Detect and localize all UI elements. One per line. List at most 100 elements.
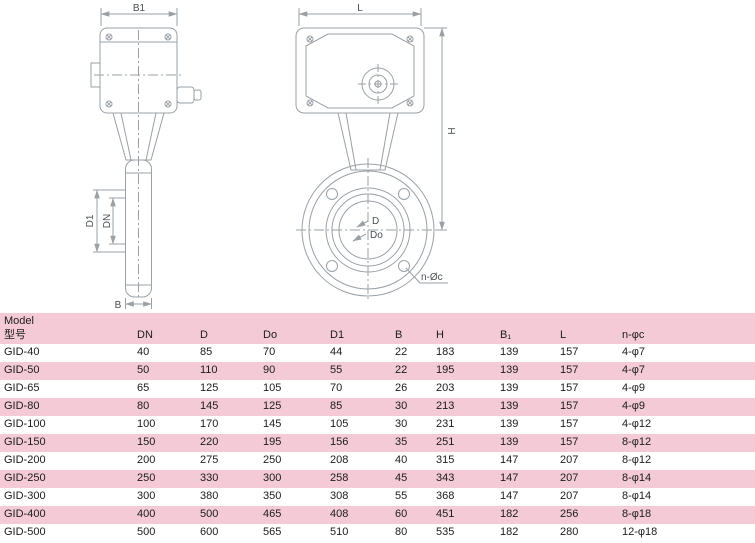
value-cell: 125 — [263, 400, 282, 413]
col-header-d: D — [200, 329, 208, 342]
value-cell: 157 — [560, 400, 579, 413]
value-cell: 90 — [263, 364, 276, 377]
value-cell: 147 — [500, 490, 519, 503]
value-cell: 44 — [330, 346, 343, 359]
dim-d1-label: D1 — [85, 214, 96, 227]
value-cell: 65 — [137, 382, 150, 395]
value-cell: 157 — [560, 346, 579, 359]
valve-body-side — [125, 159, 152, 298]
value-cell: 55 — [395, 490, 408, 503]
value-cell: 300 — [263, 472, 282, 485]
screw-icon — [306, 35, 314, 43]
cable-gland — [176, 86, 195, 104]
dim-dn-label: DN — [102, 214, 113, 228]
model-cell: GID-400 — [4, 508, 46, 521]
valve-front-view — [295, 8, 448, 302]
bolt-hole — [398, 188, 410, 200]
col-header-nc: n-φc — [622, 329, 645, 342]
value-cell: 600 — [200, 526, 219, 539]
value-cell: 70 — [263, 346, 276, 359]
model-cell: GID-80 — [4, 400, 40, 413]
dim-bolt-label: n-Øc — [421, 272, 443, 283]
dim-h-label: H — [445, 127, 456, 134]
screw-icon — [406, 35, 414, 43]
value-cell: 308 — [330, 490, 349, 503]
value-cell: 195 — [263, 436, 282, 449]
col-header-l: L — [560, 329, 567, 342]
value-cell: 40 — [395, 454, 408, 467]
value-cell: 500 — [200, 508, 219, 521]
value-cell: 170 — [200, 418, 219, 431]
value-cell: 368 — [436, 490, 455, 503]
value-cell: 231 — [436, 418, 455, 431]
value-cell: 50 — [137, 364, 150, 377]
col-header-dn: DN — [137, 329, 153, 342]
value-cell: 139 — [500, 346, 519, 359]
model-cell: GID-150 — [4, 436, 46, 449]
value-cell: 350 — [263, 490, 282, 503]
screw-icon — [406, 99, 414, 107]
value-cell: 8-φ14 — [622, 490, 652, 503]
value-cell: 105 — [330, 418, 349, 431]
col-header-d1: D1 — [330, 329, 345, 342]
value-cell: 4-φ9 — [622, 382, 646, 395]
value-cell: 4-φ7 — [622, 364, 646, 377]
value-cell: 70 — [330, 382, 343, 395]
value-cell: 250 — [137, 472, 156, 485]
model-cell: GID-250 — [4, 472, 46, 485]
value-cell: 30 — [395, 418, 408, 431]
value-cell: 220 — [200, 436, 219, 449]
value-cell: 156 — [330, 436, 349, 449]
value-cell: 280 — [560, 526, 579, 539]
value-cell: 4-φ9 — [622, 400, 646, 413]
model-cell: GID-50 — [4, 364, 40, 377]
model-cell: GID-300 — [4, 490, 46, 503]
actuator-face-panel — [305, 33, 415, 109]
table-header-row: Model 型号 DN D Do D1 B H B₁ L n-φc — [0, 313, 755, 344]
screw-icon — [306, 99, 314, 107]
value-cell: 275 — [200, 454, 219, 467]
value-cell: 465 — [263, 508, 282, 521]
value-cell: 258 — [330, 472, 349, 485]
model-cell: GID-40 — [4, 346, 40, 359]
value-cell: 26 — [395, 382, 408, 395]
bolt-hole — [326, 260, 338, 272]
value-cell: 85 — [200, 346, 213, 359]
dim-l-label: L — [357, 3, 363, 14]
value-cell: 451 — [436, 508, 455, 521]
value-cell: 343 — [436, 472, 455, 485]
model-cell: GID-100 — [4, 418, 46, 431]
value-cell: 213 — [436, 400, 455, 413]
value-cell: 157 — [560, 436, 579, 449]
value-cell: 12-φ18 — [622, 526, 658, 539]
value-cell: 30 — [395, 400, 408, 413]
value-cell: 250 — [263, 454, 282, 467]
value-cell: 8-φ12 — [622, 454, 652, 467]
value-cell: 400 — [137, 508, 156, 521]
value-cell: 22 — [395, 364, 408, 377]
dim-d-label: D — [372, 216, 379, 227]
value-cell: 139 — [500, 436, 519, 449]
model-cell: GID-65 — [4, 382, 40, 395]
value-cell: 139 — [500, 400, 519, 413]
value-cell: 500 — [137, 526, 156, 539]
value-cell: 85 — [330, 400, 343, 413]
dim-b-label: B — [115, 300, 122, 311]
spec-table: Model 型号 DN D Do D1 B H B₁ L n-φc GID-40… — [0, 313, 755, 542]
col-header-h: H — [436, 329, 444, 342]
value-cell: 22 — [395, 346, 408, 359]
value-cell: 45 — [395, 472, 408, 485]
valve-side-view — [90, 8, 202, 309]
bolt-hole — [398, 260, 410, 272]
value-cell: 182 — [500, 508, 519, 521]
value-cell: 157 — [560, 418, 579, 431]
value-cell: 256 — [560, 508, 579, 521]
